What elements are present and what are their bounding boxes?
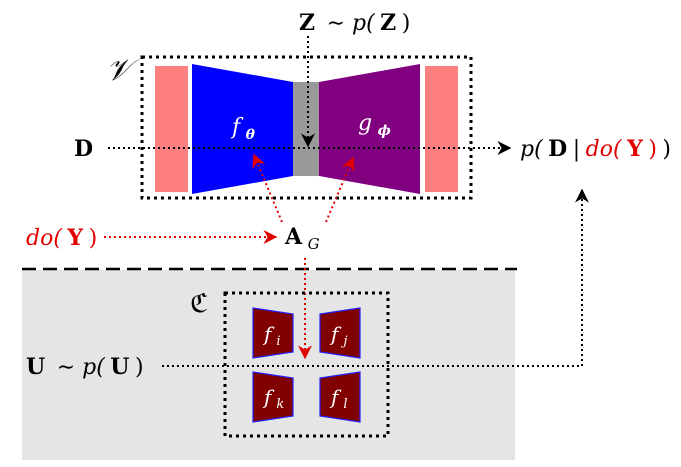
output-label: p( D | do( Y ) ) — [520, 136, 671, 162]
latent-block — [293, 82, 319, 176]
ag-label: A G — [284, 224, 320, 253]
c-dotted-box — [223, 291, 390, 438]
u-arrow — [162, 188, 589, 367]
mechanism-fj-shape — [319, 307, 361, 359]
ag-to-decoder-arrow — [325, 156, 355, 223]
c-label: ℭ — [190, 289, 208, 319]
fi-label: f i — [262, 322, 281, 349]
fk-label: f k — [262, 385, 284, 412]
input-side-block — [155, 66, 188, 192]
encoder-shape — [192, 64, 293, 194]
d-label: D — [74, 136, 93, 162]
do-y-label: do( Y ) — [26, 225, 97, 251]
mechanism-fk-shape — [252, 371, 294, 423]
u-label: U ∼ p( U ) — [26, 354, 144, 380]
v-label: 𝒱 — [106, 53, 140, 88]
decoder-label: g ϕ — [358, 110, 391, 139]
v-dotted-box — [140, 55, 473, 200]
encoder-label: f θ — [230, 114, 256, 143]
output-side-block — [425, 66, 458, 192]
fj-label: f j — [329, 322, 347, 349]
fl-label: f l — [329, 385, 348, 412]
ag-to-encoder-arrow — [252, 153, 283, 223]
mechanism-fl-shape — [319, 371, 361, 423]
mechanism-fi-shape — [252, 307, 294, 359]
z-label: Z ∼ p( Z ) — [299, 10, 410, 36]
